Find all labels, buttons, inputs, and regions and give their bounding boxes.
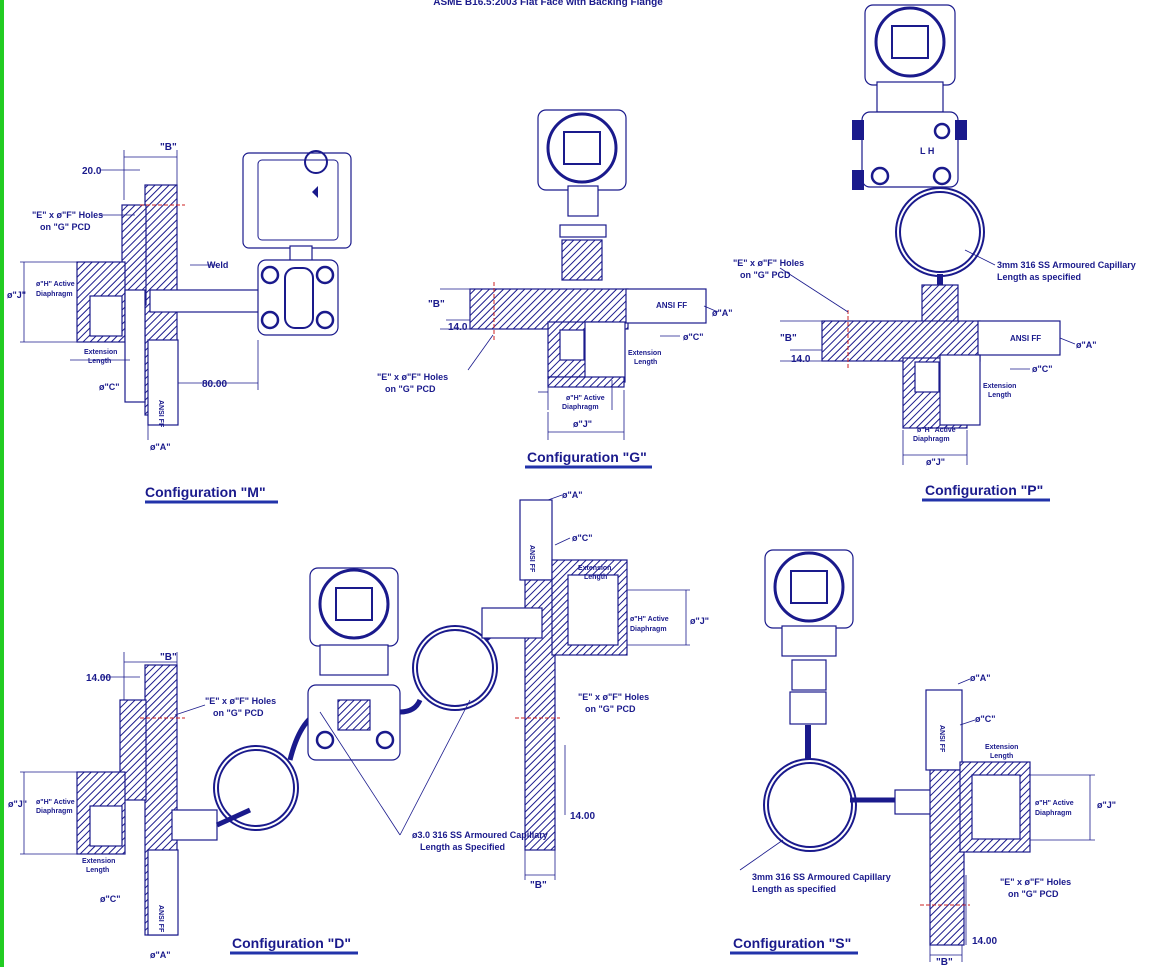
config-d-holes-left-2: on "G" PCD xyxy=(213,708,264,718)
config-g-ext-1: Extension xyxy=(628,350,661,357)
config-d-c-label-right: ø"C" xyxy=(572,533,593,543)
config-s-b-label: "B" xyxy=(936,957,953,967)
config-s-capillary-1: 3mm 316 SS Armoured Capillary xyxy=(752,872,891,882)
config-g-active-2: Diaphragm xyxy=(562,404,599,411)
config-p-active-2: Diaphragm xyxy=(913,436,950,443)
config-d-a-label-right: ø"A" xyxy=(562,490,583,500)
config-d-c-label-left: ø"C" xyxy=(100,894,121,904)
config-g-c-label: ø"C" xyxy=(683,332,704,342)
config-s-holes-label-2: on "G" PCD xyxy=(1008,889,1059,899)
config-s-capillary-2: Length as specified xyxy=(752,884,836,894)
config-g-drawing xyxy=(440,109,719,440)
config-p-drawing xyxy=(779,4,1076,465)
config-p-ansi-label: ANSI FF xyxy=(1010,334,1041,343)
config-g-ansi-label: ANSI FF xyxy=(656,301,687,310)
config-g-dim-14: 14.0 xyxy=(448,322,468,333)
config-m-b-label: "B" xyxy=(160,142,177,153)
config-d-ansi-left: ANSI FF xyxy=(157,905,164,933)
config-p-holes-label-2: on "G" PCD xyxy=(740,270,791,280)
config-s-holes-label-1: "E" x ø"F" Holes xyxy=(1000,877,1071,887)
config-d-active-left-1: ø"H" Active xyxy=(36,799,75,806)
config-p-a-label: ø"A" xyxy=(1076,340,1097,350)
config-m-holes-label-2: on "G" PCD xyxy=(40,222,91,232)
config-g-holes-label-2: on "G" PCD xyxy=(385,384,436,394)
config-d-active-right-2: Diaphragm xyxy=(630,626,667,633)
config-s-dim-14: 14.00 xyxy=(972,936,997,947)
config-s-j-label: ø"J" xyxy=(1097,800,1116,810)
config-s-drawing xyxy=(739,549,1095,962)
config-m-j-label: ø"J" xyxy=(7,290,26,300)
config-g-caption: Configuration "G" xyxy=(527,449,647,465)
config-p-caption: Configuration "P" xyxy=(925,482,1043,498)
config-d-ext-left-2: Length xyxy=(86,867,109,874)
config-m-dim-80: 80.00 xyxy=(202,379,227,390)
config-d-b-label-right: "B" xyxy=(530,880,547,891)
config-s-a-label: ø"A" xyxy=(970,673,991,683)
config-d-capillary-2: Length as Specified xyxy=(420,842,505,852)
config-g-a-label: ø"A" xyxy=(712,308,733,318)
drawing-title: ASME B16.5:2003 Flat Face with Backing F… xyxy=(433,0,663,8)
config-p-active-1: ø"H" Active xyxy=(917,427,956,434)
config-d-caption: Configuration "D" xyxy=(232,935,351,951)
left-border xyxy=(0,0,4,967)
config-p-capillary-1: 3mm 316 SS Armoured Capillary xyxy=(997,260,1136,270)
config-d-j-label-left: ø"J" xyxy=(8,799,27,809)
config-d-holes-right-1: "E" x ø"F" Holes xyxy=(578,692,649,702)
config-m-ext-1: Extension xyxy=(84,349,117,356)
config-d-active-left-2: Diaphragm xyxy=(36,808,73,815)
config-g-j-label: ø"J" xyxy=(573,419,592,429)
config-m-active-2: Diaphragm xyxy=(36,291,73,298)
config-p-ext-2: Length xyxy=(988,392,1011,399)
config-s-active-1: ø"H" Active xyxy=(1035,800,1074,807)
config-s-caption: Configuration "S" xyxy=(733,935,851,951)
config-d-drawing xyxy=(20,494,690,936)
config-g-ext-2: Length xyxy=(634,359,657,366)
config-d-dim-14-right: 14.00 xyxy=(570,811,595,822)
config-s-c-label: ø"C" xyxy=(975,714,996,724)
config-d-active-right-1: ø"H" Active xyxy=(630,616,669,623)
config-g-holes-label-1: "E" x ø"F" Holes xyxy=(377,372,448,382)
config-d-dim-14-left: 14.00 xyxy=(86,673,111,684)
config-m-dim-20: 20.0 xyxy=(82,166,102,177)
config-p-dim-14: 14.0 xyxy=(791,354,811,365)
config-m-weld-label: Weld xyxy=(207,260,228,270)
config-d-b-label-left: "B" xyxy=(160,652,177,663)
config-d-ext-left-1: Extension xyxy=(82,858,115,865)
config-g-b-label: "B" xyxy=(428,299,445,310)
config-m-drawing xyxy=(20,150,352,440)
config-p-j-label: ø"J" xyxy=(926,457,945,467)
config-s-active-2: Diaphragm xyxy=(1035,810,1072,817)
config-d-holes-right-2: on "G" PCD xyxy=(585,704,636,714)
config-m-a-label: ø"A" xyxy=(150,442,171,452)
config-d-j-label-right: ø"J" xyxy=(690,616,709,626)
config-d-holes-left-1: "E" x ø"F" Holes xyxy=(205,696,276,706)
config-p-b-label: "B" xyxy=(780,333,797,344)
config-p-ext-1: Extension xyxy=(983,383,1016,390)
config-m-holes-label-1: "E" x ø"F" Holes xyxy=(32,210,103,220)
config-s-ansi-label: ANSI FF xyxy=(938,725,945,753)
config-d-a-label-left: ø"A" xyxy=(150,950,171,960)
config-d-ext-right-1: Extension xyxy=(578,565,611,572)
config-m-ansi-label: ANSI FF xyxy=(157,400,164,428)
config-m-caption: Configuration "M" xyxy=(145,484,266,500)
config-m-c-label: ø"C" xyxy=(99,382,120,392)
config-p-c-label: ø"C" xyxy=(1032,364,1053,374)
config-s-ext-1: Extension xyxy=(985,744,1018,751)
config-d-capillary-1: ø3.0 316 SS Armoured Capillary xyxy=(412,830,548,840)
config-m-active-1: ø"H" Active xyxy=(36,281,75,288)
config-p-holes-label-1: "E" x ø"F" Holes xyxy=(733,258,804,268)
config-m-ext-2: Length xyxy=(88,358,111,365)
config-p-capillary-2: Length as specified xyxy=(997,272,1081,282)
config-g-active-1: ø"H" Active xyxy=(566,395,605,402)
config-s-ext-2: Length xyxy=(990,753,1013,760)
config-d-ext-right-2: Length xyxy=(584,574,607,581)
config-d-ansi-right: ANSI FF xyxy=(528,545,535,573)
config-p-lh-mark: L H xyxy=(920,146,934,156)
